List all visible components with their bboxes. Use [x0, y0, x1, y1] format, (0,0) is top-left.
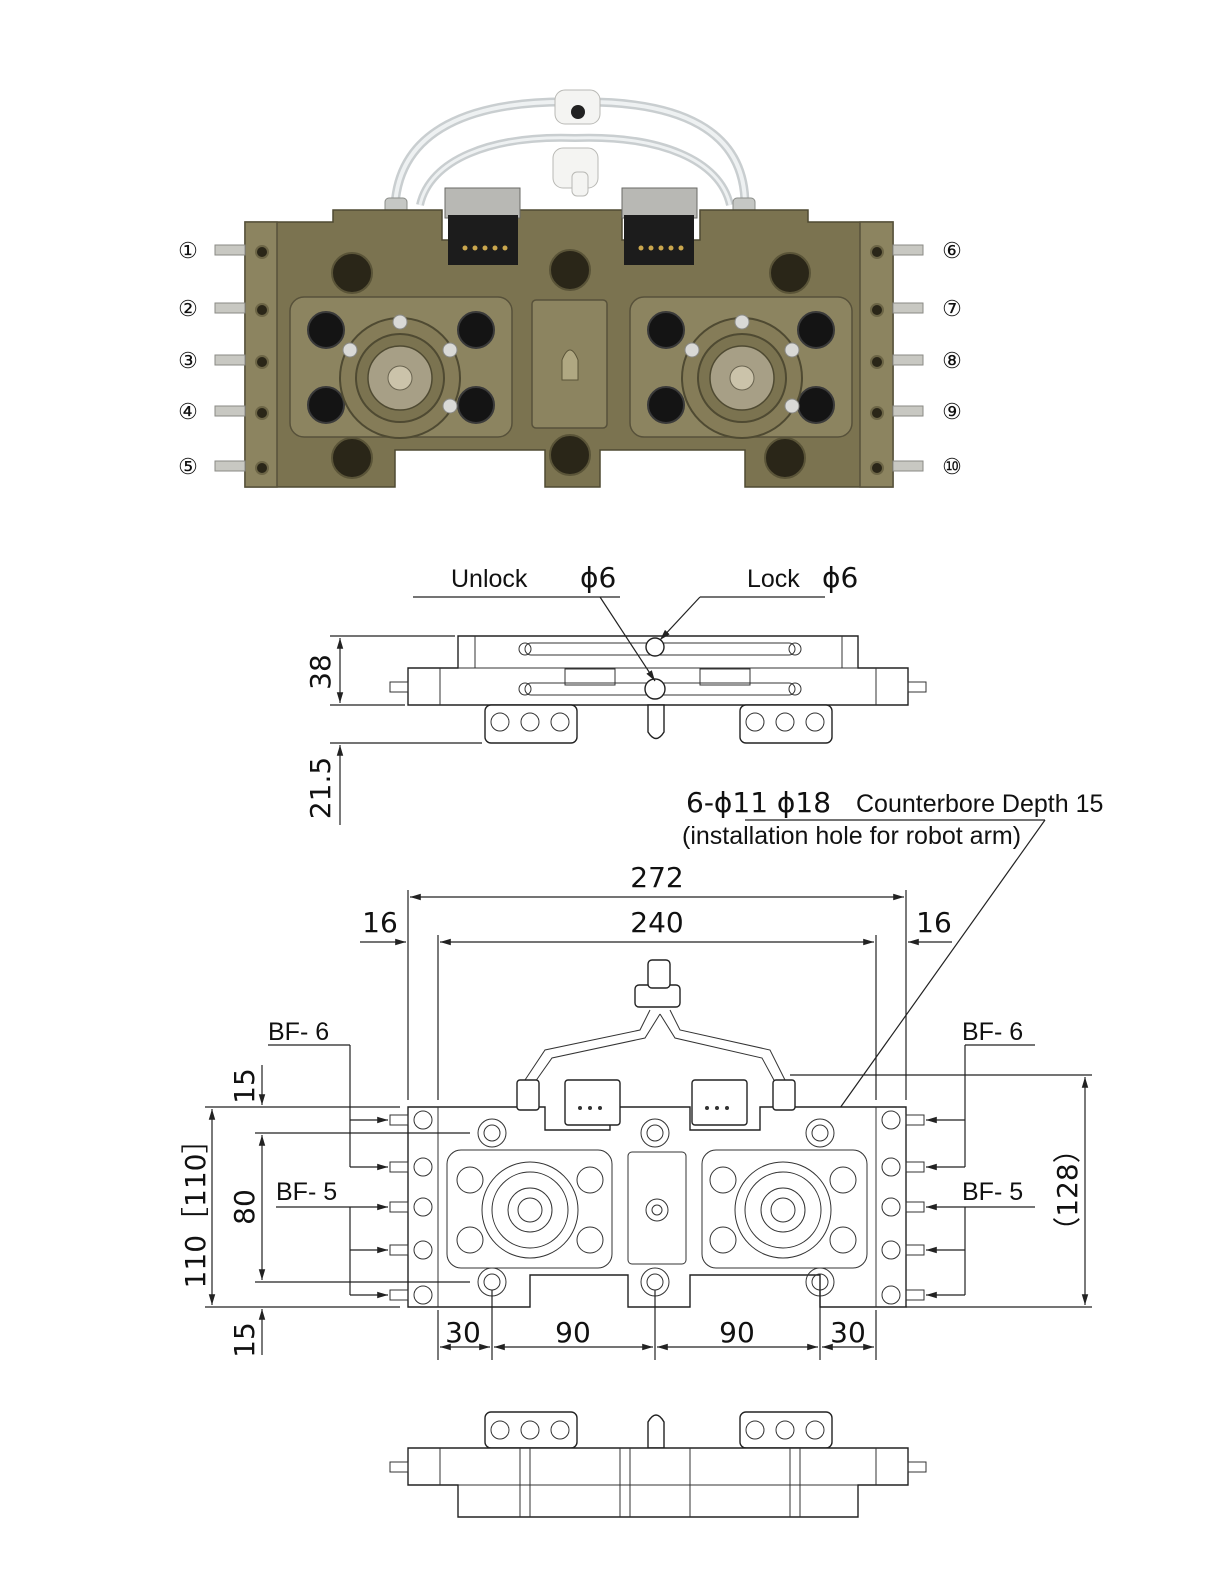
fitting-label-right-lower: BF- 5	[962, 1178, 1023, 1206]
unlock-size: ϕ6	[580, 561, 616, 594]
port-label-7: ⑦	[942, 297, 962, 322]
note-leader	[829, 819, 1046, 1123]
dim-pin-21-5: 21.5	[304, 757, 337, 819]
dim-bottom-1: 30	[445, 1316, 481, 1349]
dim-bottom-4: 30	[830, 1316, 866, 1349]
dim-left-margin: 16	[362, 906, 398, 939]
port-label-3: ③	[178, 349, 198, 374]
port-label-8: ⑧	[942, 349, 962, 374]
dim-right-height: （128）	[1051, 1135, 1084, 1244]
dim-left-height: 110［110］	[179, 1126, 212, 1289]
dim-top-offset: 15	[228, 1068, 261, 1104]
port-label-2: ②	[178, 297, 198, 322]
port-label-10: ⑩	[942, 455, 962, 480]
dim-hole-span: 80	[228, 1189, 261, 1225]
mount-hole-spec: 6-ϕ11 ϕ18	[686, 786, 831, 819]
unlock-label: Unlock	[451, 565, 528, 593]
port-label-5: ⑤	[178, 455, 198, 480]
port-labels-right: ⑥ ⑦ ⑧ ⑨ ⑩	[942, 239, 962, 480]
product-photo	[214, 89, 924, 488]
port-label-9: ⑨	[942, 400, 962, 425]
port-label-6: ⑥	[942, 239, 962, 264]
bottom-side-view	[389, 1411, 927, 1518]
dim-bottom-3: 90	[719, 1316, 755, 1349]
lock-size: ϕ6	[822, 561, 858, 594]
port-label-1: ①	[178, 239, 198, 264]
side-view	[330, 596, 927, 825]
dim-bottom-2: 90	[555, 1316, 591, 1349]
dim-inner-width: 240	[630, 906, 683, 939]
port-labels-left: ① ② ③ ④ ⑤	[178, 239, 198, 480]
fitting-label-right-upper: BF- 6	[962, 1018, 1023, 1046]
top-view	[205, 890, 1092, 1360]
port-label-4: ④	[178, 400, 198, 425]
dim-right-margin: 16	[916, 906, 952, 939]
fitting-label-left-upper: BF- 6	[268, 1018, 329, 1046]
dim-bottom-offset: 15	[228, 1322, 261, 1358]
counterbore-note: Counterbore Depth 15	[856, 790, 1103, 818]
dim-height-38: 38	[304, 654, 337, 690]
mount-hole-note: (installation hole for robot arm)	[682, 822, 1021, 850]
lock-label: Lock	[747, 565, 800, 593]
fitting-label-left-lower: BF- 5	[276, 1178, 337, 1206]
dim-total-width: 272	[630, 861, 683, 894]
